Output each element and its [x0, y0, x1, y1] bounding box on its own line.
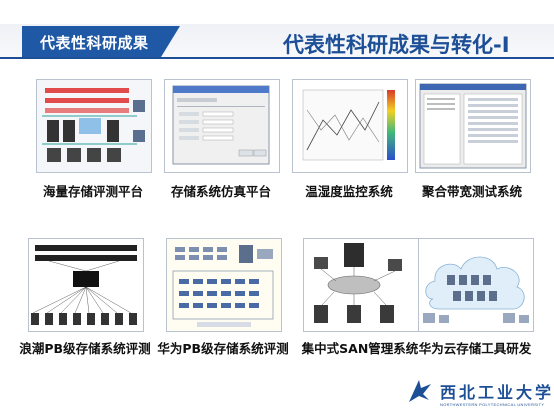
section-tab [22, 26, 180, 57]
university-english-name: NORTHWESTERN POLYTECHNICAL UNIVERSITY [440, 402, 545, 407]
caption-huawei-pb-storage: 华为PB级存储系统评测 [157, 341, 289, 356]
caption-inspur-pb-storage: 浪潮PB级存储系统评测 [19, 341, 151, 356]
caption-mass-storage-platform: 海量存储评测平台 [42, 184, 143, 199]
caption-centralized-san-management: 集中式SAN管理系统 [301, 341, 419, 356]
caption-storage-simulation-platform: 存储系统仿真平台 [170, 184, 271, 199]
caption-temperature-humidity-monitor: 温湿度监控系统 [305, 184, 393, 199]
thumbnail-huawei-cloud-storage-tools [418, 238, 534, 332]
thumbnail-mass-storage-platform [36, 79, 152, 173]
thumbnail-temperature-humidity-monitor [292, 79, 408, 173]
thumbnail-huawei-pb-storage [166, 238, 282, 332]
university-emblem-icon [409, 380, 431, 402]
thumbnail-aggregate-bandwidth-test [415, 79, 531, 173]
section-tab-label: 代表性科研成果 [40, 34, 149, 52]
header-underline [0, 57, 554, 59]
thumbnail-inspur-pb-storage [28, 238, 144, 332]
caption-huawei-cloud-storage-tools: 华为云存储工具研发 [418, 341, 532, 356]
university-name: 西北工业大学 [440, 383, 554, 402]
thumbnail-storage-simulation-platform [164, 79, 280, 173]
page-title: 代表性科研成果与转化-I [283, 33, 510, 57]
thumbnail-centralized-san-management [303, 238, 419, 332]
caption-aggregate-bandwidth-test: 聚合带宽测试系统 [421, 184, 522, 199]
